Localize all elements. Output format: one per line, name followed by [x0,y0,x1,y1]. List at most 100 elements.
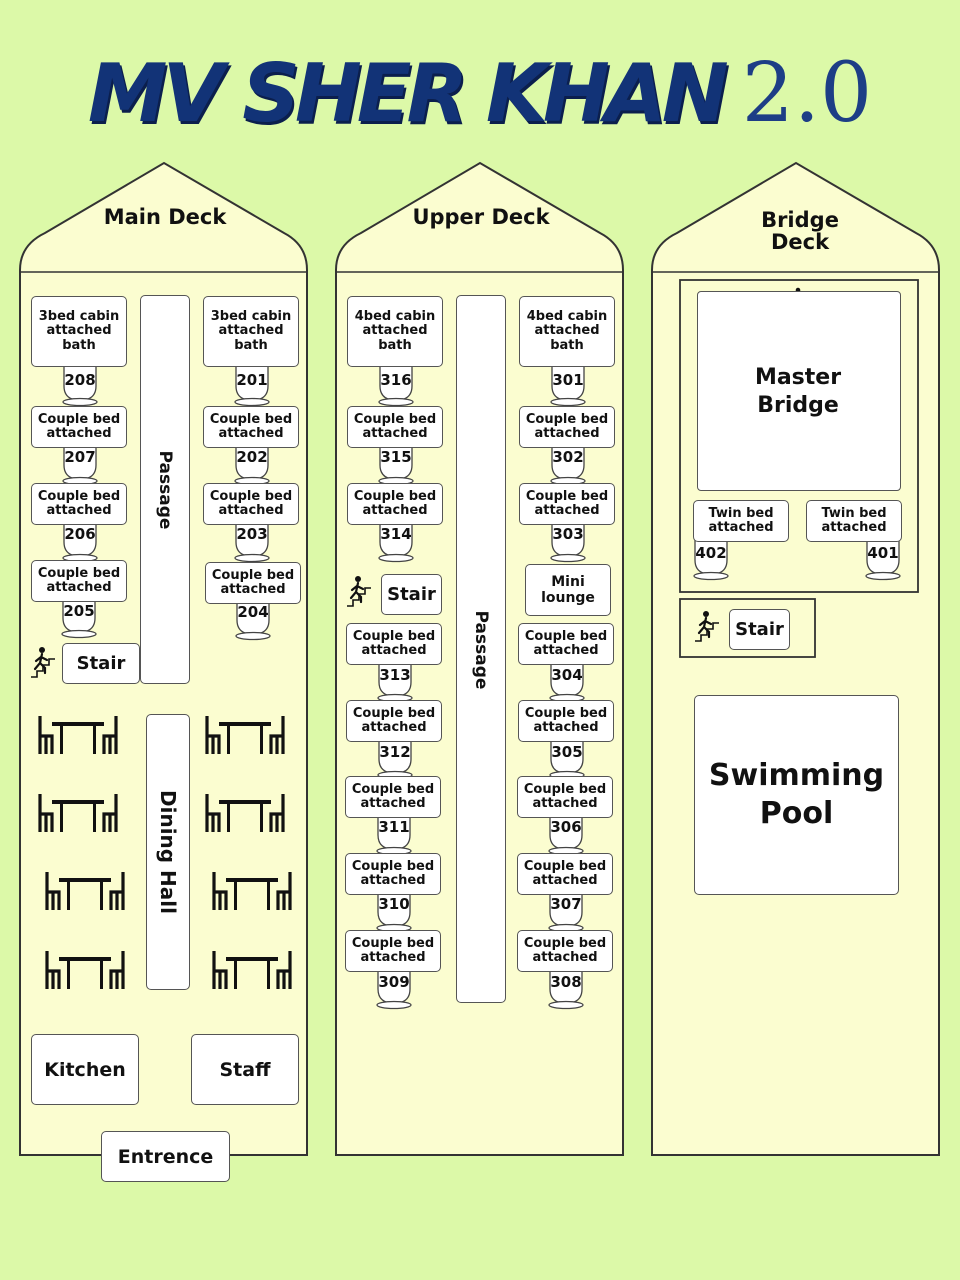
cabin-number-316: 316 [380,371,412,389]
cabin-202[interactable]: Couple bed attached [203,406,299,448]
dining-table-icon [38,794,118,832]
cabin-206[interactable]: Couple bed attached [31,483,127,525]
upper-deck-label: Upper Deck [412,205,550,229]
entrance[interactable]: Entrence [101,1131,230,1182]
kitchen[interactable]: Kitchen [31,1034,139,1105]
toilet-icon [234,522,270,563]
toilet-icon [235,600,271,641]
dining-table-icon [212,951,292,989]
cabin-201[interactable]: 3bed cabin attached bath [203,296,299,367]
main-passage-label: Passage [155,450,175,530]
bridge-stair-button[interactable]: Stair [729,609,790,650]
main-passage [140,295,190,684]
cabin-308[interactable]: Couple bed attached [517,930,613,972]
cabin-302[interactable]: Couple bed attached [519,406,615,448]
cabin-208[interactable]: 3bed cabin attached bath [31,296,127,367]
cabin-number-204: 204 [237,603,269,621]
toilet-icon [548,892,584,933]
toilet-icon [865,540,901,581]
cabin-307[interactable]: Couple bed attached [517,853,613,895]
cabin-number-205: 205 [63,602,95,620]
cabin-303[interactable]: Couple bed attached [519,483,615,525]
cabin-number-306: 306 [550,818,582,836]
cabin-205[interactable]: Couple bed attached [31,560,127,602]
cabin-number-308: 308 [550,973,582,991]
cabin-number-202: 202 [236,448,268,466]
dining-table-icon [205,716,285,754]
dining-table-icon [212,872,292,910]
cabin-313[interactable]: Couple bed attached [346,623,442,665]
cabin-number-304: 304 [551,666,583,684]
master-bridge[interactable] [697,291,901,491]
upper-stair-button[interactable]: Stair [381,574,442,615]
cabin-309[interactable]: Couple bed attached [345,930,441,972]
toilet-icon [234,445,270,486]
toilet-icon [548,815,584,856]
cabin-number-206: 206 [64,525,96,543]
cabin-number-208: 208 [64,371,96,389]
toilet-icon [693,540,729,581]
cabin-number-402: 402 [695,544,727,562]
cabin-203[interactable]: Couple bed attached [203,483,299,525]
main-deck-label: Main Deck [103,205,227,229]
cabin-number-207: 207 [64,448,96,466]
dining-hall[interactable] [146,714,190,990]
cabin-305[interactable]: Couple bed attached [518,700,614,742]
cabin-316[interactable]: 4bed cabin attached bath [347,296,443,367]
master-bridge-label: Master Bridge [754,365,842,418]
stair-icon [347,576,371,607]
cabin-number-201: 201 [236,371,268,389]
cabin-number-401: 401 [867,544,899,562]
toilet-icon [234,366,270,407]
mini-lounge[interactable]: Mini lounge [525,564,611,616]
bridge-deck-label: Bridge Deck [761,208,839,254]
cabin-311[interactable]: Couple bed attached [345,776,441,818]
cabin-number-307: 307 [550,895,582,913]
toilet-icon [378,445,414,486]
cabin-number-302: 302 [552,448,584,466]
cabin-number-301: 301 [552,371,584,389]
cabin-301[interactable]: 4bed cabin attached bath [519,296,615,367]
cabin-number-303: 303 [552,525,584,543]
cabin-310[interactable]: Couple bed attached [345,853,441,895]
cabin-number-311: 311 [378,818,410,836]
toilet-icon [378,522,414,563]
cabin-204[interactable]: Couple bed attached [205,562,301,604]
cabin-number-314: 314 [380,525,412,543]
main-stair-button[interactable]: Stair [62,643,140,684]
staff-room[interactable]: Staff [191,1034,299,1105]
ship-name: MV SHER KHAN [87,47,729,140]
toilet-icon [550,522,586,563]
cabin-number-203: 203 [236,525,268,543]
toilet-icon [62,366,98,407]
toilet-icon [376,815,412,856]
dining-table-icon [45,872,125,910]
swimming-pool[interactable]: Swimming Pool [694,695,899,895]
toilet-icon [62,445,98,486]
cabin-304[interactable]: Couple bed attached [518,623,614,665]
cabin-314[interactable]: Couple bed attached [347,483,443,525]
cabin-number-313: 313 [379,666,411,684]
bridge-enclosure [679,279,919,593]
cabin-312[interactable]: Couple bed attached [346,700,442,742]
cabin-number-315: 315 [380,448,412,466]
ship-version: 2.0 [741,46,873,141]
cabin-401[interactable]: Twin bed attached [806,500,902,542]
toilet-icon [550,445,586,486]
cabin-306[interactable]: Couple bed attached [517,776,613,818]
toilet-icon [378,366,414,407]
cabin-number-312: 312 [379,743,411,761]
cabin-number-305: 305 [551,743,583,761]
toilet-icon [61,598,97,639]
toilet-icon [548,969,584,1010]
toilet-icon [549,662,585,703]
toilet-icon [376,969,412,1010]
upper-passage-label: Passage [471,610,491,690]
cabin-207[interactable]: Couple bed attached [31,406,127,448]
cabin-315[interactable]: Couple bed attached [347,406,443,448]
stair-icon [695,611,719,642]
cabin-402[interactable]: Twin bed attached [693,500,789,542]
upper-passage [456,295,506,1003]
